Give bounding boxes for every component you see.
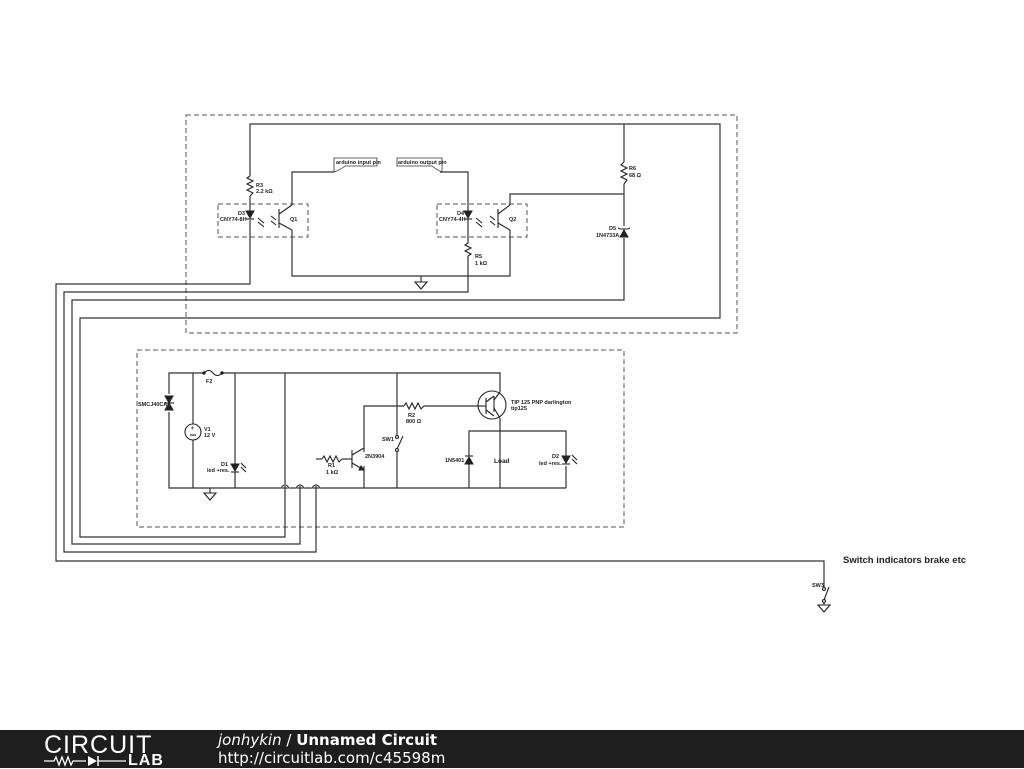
resistor-r2[interactable]: R2 800 Ω — [403, 401, 425, 425]
author-link[interactable]: jonhykin — [218, 731, 282, 749]
svg-text:V1: V1 — [204, 427, 211, 433]
schematic-note: Switch indicators brake etc — [843, 555, 966, 566]
switch-sw1[interactable]: SW1 — [382, 434, 404, 453]
wire-crossovers — [280, 484, 321, 489]
resistor-r6[interactable]: R6 68 Ω — [619, 161, 642, 185]
svg-text:TIP 125 PNP darlington: TIP 125 PNP darlington — [511, 400, 572, 406]
fuse-f2[interactable]: F2 — [202, 369, 224, 386]
footer-text: jonhykin / Unnamed Circuit http://circui… — [218, 731, 445, 767]
svg-text:2N3904: 2N3904 — [365, 454, 385, 460]
svg-text:2.2 kΩ: 2.2 kΩ — [256, 189, 273, 195]
svg-text:Q1: Q1 — [290, 217, 297, 223]
svg-text:arduino input pin: arduino input pin — [336, 160, 382, 166]
optocoupler-d4[interactable]: D4 CNY74-4H — [439, 210, 483, 228]
svg-text:CNY74-8H: CNY74-8H — [220, 217, 247, 223]
switch-sw3[interactable]: SW3 — [812, 583, 832, 613]
svg-text:1N4733A: 1N4733A — [596, 233, 619, 239]
footer-bar: CIRCUIT LAB jonhykin / Unnamed Circuit h… — [0, 730, 1024, 769]
led-d2[interactable]: D2 led +res. — [539, 454, 578, 467]
resistor-r1[interactable]: R1 1 kΩ — [321, 454, 343, 476]
svg-text:CNY74-4H: CNY74-4H — [439, 217, 466, 223]
svg-text:R2: R2 — [408, 413, 415, 419]
svg-text:+: + — [191, 426, 195, 432]
circuit-url[interactable]: http://circuitlab.com/c45598m — [218, 749, 446, 767]
circuit-title[interactable]: Unnamed Circuit — [296, 731, 438, 749]
schematic-canvas[interactable]: arduino input pin arduino output pin R3 … — [0, 0, 1024, 730]
circuit-schematic[interactable]: arduino input pin arduino output pin R3 … — [0, 0, 1024, 730]
svg-text:led +res.: led +res. — [539, 461, 562, 467]
lower-wires — [168, 372, 567, 493]
svg-text:D5: D5 — [609, 226, 616, 232]
optocoupler-2-box — [436, 203, 528, 238]
optocoupler-1-box — [217, 203, 309, 238]
zener-diode-d5[interactable]: D5 1N4733A — [596, 226, 631, 239]
svg-text:1N5401: 1N5401 — [445, 458, 464, 464]
separator: / — [281, 731, 297, 749]
resistor-r3[interactable]: R3 2.2 kΩ — [245, 175, 273, 197]
darlington-tip125[interactable]: TIP 125 PNP darlington tip125 — [477, 390, 572, 420]
svg-text:D4: D4 — [457, 211, 465, 217]
svg-text:D1: D1 — [221, 462, 228, 468]
svg-text:68 Ω: 68 Ω — [629, 173, 642, 179]
diode-1n5401[interactable]: 1N5401 — [445, 455, 474, 465]
power-section-box — [136, 349, 625, 528]
svg-text:12 V: 12 V — [204, 433, 216, 439]
svg-text:Load: Load — [494, 458, 510, 465]
arduino-input-pin-tag[interactable]: arduino input pin — [333, 157, 382, 173]
svg-text:F2: F2 — [206, 379, 212, 385]
svg-text:D3: D3 — [238, 211, 245, 217]
svg-text:800 Ω: 800 Ω — [406, 419, 422, 425]
led-d1[interactable]: D1 led +res. — [207, 462, 247, 474]
svg-text:1 kΩ: 1 kΩ — [475, 261, 488, 267]
optocoupler-d3[interactable]: D3 CNY74-8H — [220, 210, 265, 228]
circuitlab-logo[interactable]: CIRCUIT LAB — [44, 731, 184, 769]
load[interactable]: Load — [494, 450, 510, 472]
phototransistor-q2[interactable]: Q2 — [489, 204, 516, 231]
voltage-source-v1[interactable]: + V1 12 V — [184, 423, 216, 441]
upper-wires — [55, 123, 825, 588]
logo-resistor-diode-icon — [44, 755, 126, 767]
ground-symbol-upper — [413, 281, 429, 290]
ground-symbol-lower — [202, 492, 218, 501]
svg-text:SW3: SW3 — [812, 583, 824, 589]
svg-text:arduino output pin: arduino output pin — [398, 160, 447, 166]
resistor-r5[interactable]: R5 1 kΩ — [463, 242, 488, 267]
arduino-output-pin-tag[interactable]: arduino output pin — [396, 157, 447, 173]
svg-text:SW1: SW1 — [382, 437, 394, 443]
svg-text:R5: R5 — [475, 254, 482, 260]
svg-text:R1: R1 — [328, 463, 335, 469]
svg-text:SMCJ40CA: SMCJ40CA — [138, 402, 167, 408]
svg-text:D2: D2 — [552, 454, 559, 460]
optocoupler-section-box — [185, 114, 738, 334]
svg-text:led +res.: led +res. — [207, 468, 230, 474]
svg-text:1 kΩ: 1 kΩ — [326, 470, 339, 476]
phototransistor-q1[interactable]: Q1 — [270, 204, 297, 231]
svg-text:R3: R3 — [256, 183, 263, 189]
transistor-2n3904[interactable]: 2N3904 — [351, 447, 385, 471]
svg-text:R6: R6 — [629, 166, 636, 172]
logo-text-top: CIRCUIT — [44, 731, 153, 759]
tvs-diode-smcj40ca[interactable]: SMCJ40CA — [138, 395, 174, 411]
svg-text:tip125: tip125 — [511, 406, 527, 412]
logo-text-bottom: LAB — [128, 752, 164, 769]
svg-text:Q2: Q2 — [509, 217, 516, 223]
